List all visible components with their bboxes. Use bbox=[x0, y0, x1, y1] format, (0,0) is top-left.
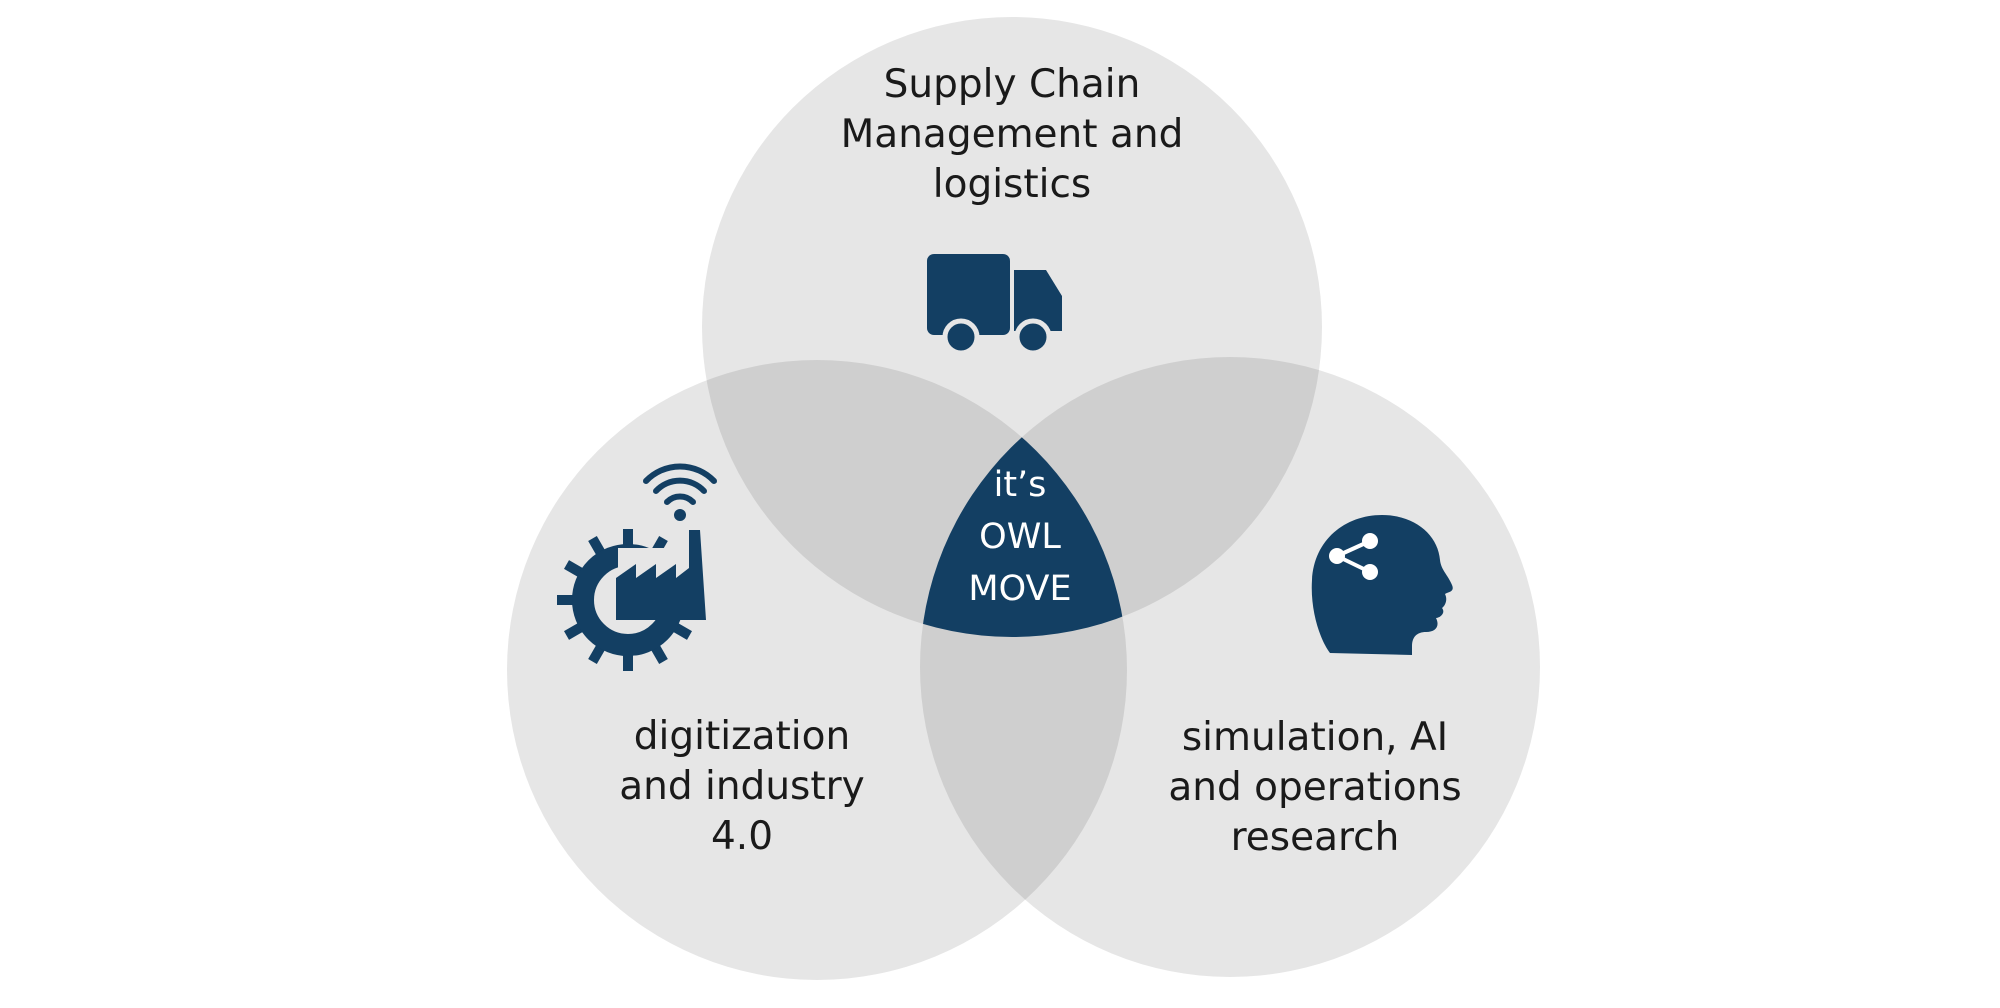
supply-chain-label-line-1: Supply Chain bbox=[883, 62, 1141, 107]
digitization-label-line-3: 4.0 bbox=[710, 814, 774, 859]
smart-factory-gear-icon bbox=[557, 463, 717, 671]
simulation-label-line-3: research bbox=[1230, 815, 1400, 860]
head-network-icon bbox=[1311, 515, 1453, 655]
supply-chain-label-line-2: Management and bbox=[840, 112, 1184, 157]
supply-chain-label: Supply Chain Management and logistics bbox=[812, 60, 1212, 210]
simulation-label: simulation, AI and operations research bbox=[1140, 713, 1490, 863]
center-label-line-2: OWL bbox=[979, 517, 1061, 557]
center-label: it’s OWL MOVE bbox=[940, 459, 1100, 615]
truck-icon bbox=[927, 254, 1062, 356]
center-label-line-1: it’s bbox=[993, 465, 1047, 505]
digitization-label: digitization and industry 4.0 bbox=[592, 712, 892, 862]
digitization-label-line-2: and industry bbox=[619, 764, 865, 809]
digitization-label-line-1: digitization bbox=[633, 714, 851, 759]
simulation-label-line-2: and operations bbox=[1168, 765, 1462, 810]
supply-chain-label-line-3: logistics bbox=[932, 162, 1092, 207]
center-overlap bbox=[920, 360, 1127, 637]
simulation-label-line-1: simulation, AI bbox=[1181, 715, 1449, 760]
center-label-line-3: MOVE bbox=[968, 569, 1072, 609]
